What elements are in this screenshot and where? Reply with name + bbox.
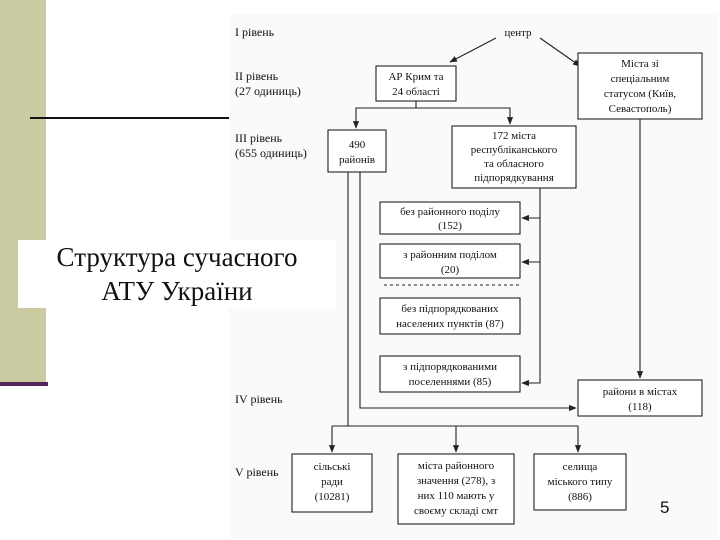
node-dc-line2: значення (278), з: [417, 475, 495, 487]
node-districts: 490 районів: [327, 129, 387, 173]
node-special-line4: Севастополь): [609, 103, 672, 115]
node-ws-line1: з підпорядкованими: [403, 361, 497, 373]
slide-title: Структура сучасного АТУ України: [18, 240, 336, 308]
level-3-count: (655 одиниць): [235, 146, 307, 160]
node-ndd-line2: (152): [438, 220, 462, 232]
node-wdd-line1: з районним поділом: [403, 249, 497, 261]
node-cities172-line2: республіканського: [471, 144, 558, 156]
node-districts-line2: районів: [339, 154, 375, 166]
page-number: 5: [660, 498, 670, 517]
node-crimea-line1: АР Крим та: [388, 71, 443, 83]
title-rule: [30, 117, 240, 119]
level-1-label: I рівень: [235, 25, 275, 39]
node-vc-line3: (10281): [315, 491, 350, 503]
slide-title-line1: Структура сучасного: [56, 242, 298, 272]
level-2-label: II рівень: [235, 69, 279, 83]
node-city-districts: райони в містах (118): [577, 379, 703, 417]
node-cd-line2: (118): [628, 401, 652, 413]
level-5-label: V рівень: [235, 465, 279, 479]
node-village-councils: сільські ради (10281): [291, 453, 373, 513]
slide-title-line2: АТУ України: [101, 276, 253, 306]
level-2-count: (27 одиниць): [235, 84, 301, 98]
node-us-line1: селища: [563, 461, 598, 473]
node-us-line2: міського типу: [548, 476, 613, 488]
node-cities172-line4: підпорядкування: [474, 172, 554, 184]
level-4-label: IV рівень: [235, 392, 283, 406]
node-wdd-line2: (20): [441, 264, 460, 276]
center-node: центр: [504, 27, 532, 39]
node-us-line3: (886): [568, 491, 592, 503]
node-special-line2: спеціальним: [611, 73, 670, 85]
node-urban-settlements: селища міського типу (886): [533, 453, 627, 511]
node-crimea: АР Крим та 24 області: [375, 65, 457, 102]
node-special-cities: Міста зі спеціальним статусом (Київ, Сев…: [577, 52, 703, 120]
node-special-line1: Міста зі: [621, 58, 659, 70]
node-no-subordinate: без підпорядкованих населених пунктів (8…: [379, 297, 521, 335]
node-special-line3: статусом (Київ,: [604, 88, 677, 100]
node-with-district-division: з районним поділом (20): [379, 243, 521, 279]
node-ns-line1: без підпорядкованих: [401, 303, 499, 315]
node-cities-172: 172 міста республіканського та обласного…: [451, 125, 577, 189]
arrow-crimea-to-cities: [416, 107, 514, 125]
node-no-district-division: без районного поділу (152): [379, 201, 521, 235]
node-cities172-line1: 172 міста: [492, 130, 536, 142]
level-3-label: III рівень: [235, 131, 283, 145]
node-district-cities: міста районного значення (278), з них 11…: [397, 453, 515, 525]
node-with-subordinate: з підпорядкованими поселеннями (85): [379, 355, 521, 393]
node-dc-line3: них 110 мають у: [418, 490, 495, 502]
node-vc-line2: ради: [321, 476, 343, 488]
node-dc-line4: своєму складі смт: [414, 505, 498, 517]
arrow-center-to-special: [539, 37, 581, 67]
sidebar-base-line: [0, 382, 48, 386]
node-ws-line2: поселеннями (85): [409, 376, 492, 388]
node-ndd-line1: без районного поділу: [400, 206, 500, 218]
node-dc-line1: міста районного: [418, 460, 495, 472]
node-cities172-line3: та обласного: [484, 158, 544, 170]
node-crimea-line2: 24 області: [392, 86, 440, 98]
node-ns-line2: населених пунктів (87): [396, 318, 504, 330]
sidebar-band: [0, 0, 46, 384]
node-cd-line1: райони в містах: [603, 386, 678, 398]
arrow-center-to-crimea: [449, 37, 497, 63]
node-vc-line1: сільські: [314, 461, 351, 473]
node-districts-line1: 490: [349, 139, 366, 151]
arrow-to-city-districts: [359, 172, 577, 412]
arrow-cities-to-with-subordinate: [521, 262, 541, 387]
arrow-crimea-to-districts: [352, 101, 417, 129]
